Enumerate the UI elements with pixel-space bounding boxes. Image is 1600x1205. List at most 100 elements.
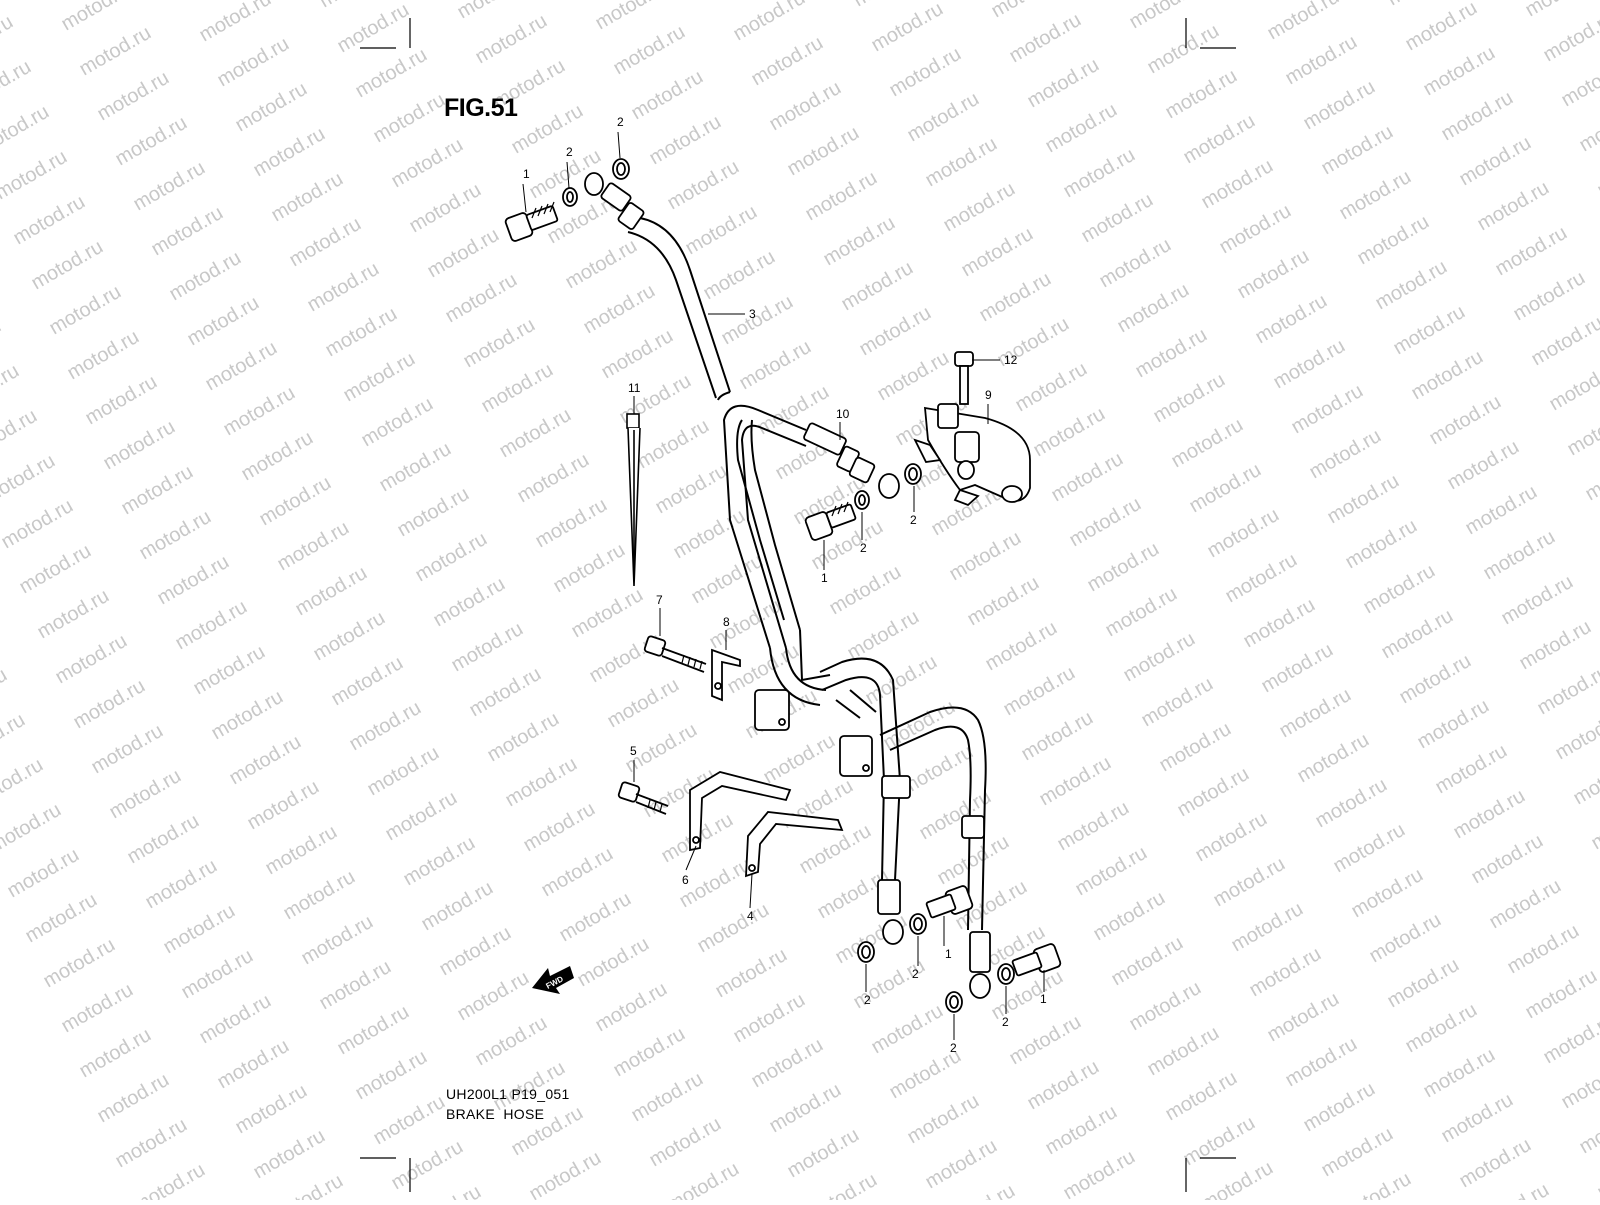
watermark-text: motod.ru bbox=[1126, 977, 1205, 1036]
watermark-text: motod.ru bbox=[304, 258, 383, 317]
watermark-text: motod.ru bbox=[1312, 774, 1391, 833]
watermark-text: motod.ru bbox=[1366, 909, 1445, 968]
watermark-text: motod.ru bbox=[1252, 290, 1331, 349]
watermark-text: motod.ru bbox=[592, 0, 671, 34]
watermark-text: motod.ru bbox=[82, 371, 161, 430]
watermark-text: motod.ru bbox=[1036, 752, 1115, 811]
watermark-text: motod.ru bbox=[178, 945, 257, 1004]
watermark-text: motod.ru bbox=[880, 696, 959, 755]
watermark-text: motod.ru bbox=[1042, 1101, 1121, 1160]
watermark-text: motod.ru bbox=[472, 10, 551, 69]
watermark-text: motod.ru bbox=[562, 235, 641, 294]
watermark-text: motod.ru bbox=[1576, 1100, 1600, 1159]
watermark-text: motod.ru bbox=[484, 708, 563, 767]
callout-number-2: 2 bbox=[950, 1041, 957, 1055]
watermark-text: motod.ru bbox=[268, 1170, 347, 1200]
bolt-7-icon bbox=[644, 636, 706, 672]
watermark-text: motod.ru bbox=[118, 461, 197, 520]
watermark-text: motod.ru bbox=[1552, 706, 1600, 765]
watermark-text: motod.ru bbox=[370, 1091, 449, 1150]
watermark-text: motod.ru bbox=[250, 1125, 329, 1184]
watermark-text: motod.ru bbox=[784, 1124, 863, 1183]
watermark-text: motod.ru bbox=[1318, 121, 1397, 180]
watermark-text: motod.ru bbox=[130, 157, 209, 216]
callout-number-1: 1 bbox=[821, 571, 828, 585]
watermark-text: motod.ru bbox=[1438, 87, 1517, 146]
watermark-text: motod.ru bbox=[922, 1135, 1001, 1194]
watermark-text: motod.ru bbox=[340, 348, 419, 407]
watermark-text: motod.ru bbox=[1066, 493, 1145, 552]
watermark-text: motod.ru bbox=[1240, 594, 1319, 653]
watermark-text: motod.ru bbox=[1246, 943, 1325, 1002]
watermark-text: motod.ru bbox=[1468, 830, 1547, 889]
watermark-text: motod.ru bbox=[502, 753, 581, 812]
watermark-text: motod.ru bbox=[730, 0, 809, 45]
watermark-text: motod.ru bbox=[160, 900, 239, 959]
watermark-text: motod.ru bbox=[940, 1180, 1019, 1200]
watermark-text: motod.ru bbox=[1228, 898, 1307, 957]
watermark-text: motod.ru bbox=[940, 178, 1019, 237]
watermark-text: motod.ru bbox=[112, 1114, 191, 1173]
watermark-text: motod.ru bbox=[1120, 628, 1199, 687]
watermark-text: motod.ru bbox=[844, 606, 923, 665]
watermark-text: motod.ru bbox=[232, 78, 311, 137]
watermark-text: motod.ru bbox=[190, 641, 269, 700]
watermark-text: motod.ru bbox=[0, 495, 77, 554]
watermark-text: motod.ru bbox=[748, 1034, 827, 1093]
watermark-text: motod.ru bbox=[214, 1035, 293, 1094]
watermark-text: motod.ru bbox=[1444, 436, 1523, 495]
watermark-text: motod.ru bbox=[1582, 447, 1600, 506]
callout-number-5: 5 bbox=[630, 744, 637, 758]
watermark-text: motod.ru bbox=[694, 899, 773, 958]
watermark-text: motod.ru bbox=[0, 450, 59, 509]
watermark-text: motod.ru bbox=[982, 617, 1061, 676]
watermark-text: motod.ru bbox=[1402, 999, 1481, 1058]
watermark-text: motod.ru bbox=[184, 292, 263, 351]
watermark-text: motod.ru bbox=[454, 967, 533, 1026]
watermark-text: motod.ru bbox=[1564, 402, 1600, 461]
watermark-text: motod.ru bbox=[364, 742, 443, 801]
watermark-text: motod.ru bbox=[472, 1012, 551, 1071]
callout-number-1: 1 bbox=[523, 167, 530, 181]
watermark-text: motod.ru bbox=[58, 0, 137, 35]
watermark-text: motod.ru bbox=[1096, 234, 1175, 293]
watermark-text: motod.ru bbox=[88, 720, 167, 779]
watermark-text: motod.ru bbox=[934, 831, 1013, 890]
watermark-text: motod.ru bbox=[1282, 1033, 1361, 1092]
watermark-text: motod.ru bbox=[1072, 842, 1151, 901]
watermark-text: motod.ru bbox=[1282, 31, 1361, 90]
watermark-text: motod.ru bbox=[154, 551, 233, 610]
watermark-text: motod.ru bbox=[1084, 538, 1163, 597]
callout-number-7: 7 bbox=[656, 593, 663, 607]
watermark-text: motod.ru bbox=[460, 314, 539, 373]
watermark-text: motod.ru bbox=[10, 191, 89, 250]
watermark-text: motod.ru bbox=[322, 303, 401, 362]
watermark-text: motod.ru bbox=[1522, 965, 1600, 1024]
watermark-text: motod.ru bbox=[256, 472, 335, 531]
watermark-text: motod.ru bbox=[748, 32, 827, 91]
watermark-text: motod.ru bbox=[1102, 583, 1181, 642]
watermark-text: motod.ru bbox=[682, 201, 761, 260]
watermark-text: motod.ru bbox=[856, 302, 935, 361]
watermark-text: motod.ru bbox=[652, 460, 731, 519]
watermark-text: motod.ru bbox=[1180, 110, 1259, 169]
watermark-text: motod.ru bbox=[1456, 1134, 1535, 1193]
watermark-text: motod.ru bbox=[868, 1000, 947, 1059]
watermark-text: motod.ru bbox=[130, 1159, 209, 1200]
watermark-text: motod.ru bbox=[16, 540, 95, 599]
callout-number-4: 4 bbox=[747, 909, 754, 923]
brake-joint-9 bbox=[915, 404, 1030, 505]
watermark-text: motod.ru bbox=[226, 731, 305, 790]
watermark-text: motod.ru bbox=[268, 168, 347, 227]
watermark-text: motod.ru bbox=[904, 1090, 983, 1149]
watermark-text: motod.ru bbox=[1198, 1157, 1277, 1200]
watermark-text: motod.ru bbox=[1210, 853, 1289, 912]
watermark-text: motod.ru bbox=[124, 810, 203, 869]
watermark-text: motod.ru bbox=[1576, 98, 1600, 157]
watermark-text: motod.ru bbox=[1054, 797, 1133, 856]
watermark-text: motod.ru bbox=[874, 347, 953, 406]
watermark-text: motod.ru bbox=[376, 438, 455, 497]
callout-number-10: 10 bbox=[836, 407, 850, 421]
watermark-text: motod.ru bbox=[58, 979, 137, 1038]
